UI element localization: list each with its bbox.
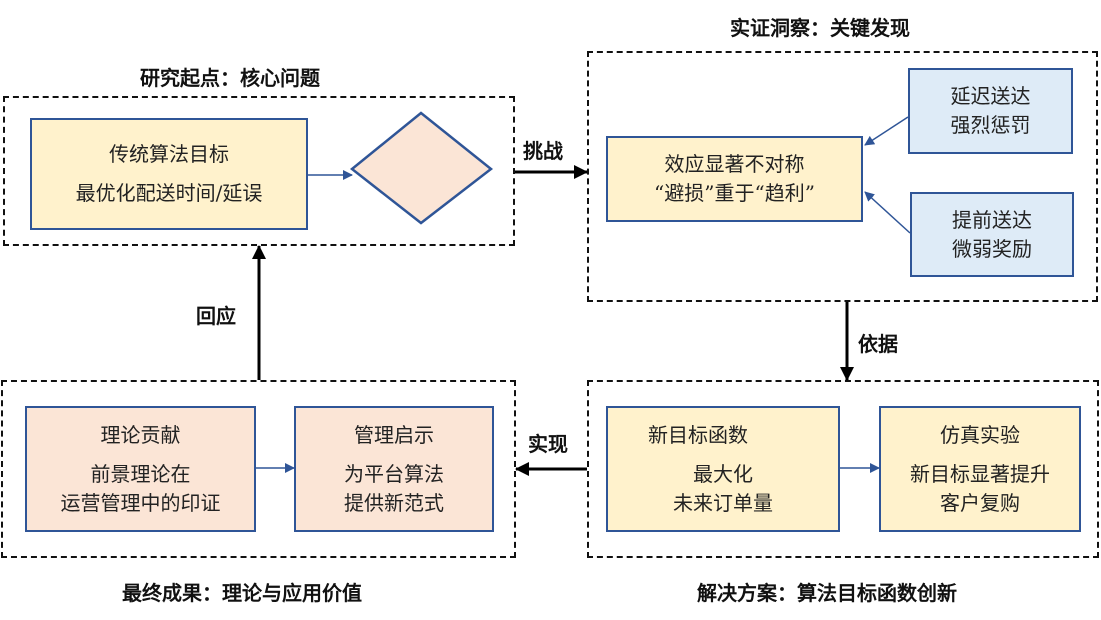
node-late-delivery: 延迟送达 强烈惩罚: [908, 68, 1073, 154]
node-title: 管理启示: [354, 422, 434, 447]
node-line: 前景理论在: [90, 461, 191, 486]
node-title: 新目标函数: [648, 422, 748, 447]
connector-label-respond: 回应: [196, 304, 236, 328]
node-line: 提供新范式: [344, 490, 444, 515]
node-line: 延迟送达: [950, 84, 1031, 108]
group-title-outcome: 最终成果：理论与应用价值: [122, 581, 362, 605]
node-new-objective: 新目标函数 最大化 未来订单量: [606, 406, 840, 532]
node-management-insight: 管理启示 为平台算法 提供新范式: [294, 406, 494, 532]
group-insight: [587, 51, 1098, 302]
node-line: 运营管理中的印证: [60, 490, 221, 515]
node-line: 提前送达: [952, 207, 1032, 232]
node-asymmetric-effect: 效应显著不对称 “避损”重于“趋利”: [606, 136, 863, 222]
group-title-insight: 实证洞察：关键发现: [730, 16, 910, 40]
decision-line: 是否: [400, 148, 440, 172]
node-line: 为平台算法: [344, 461, 444, 486]
decision-label: 是否 最优: [370, 146, 470, 202]
node-simulation: 仿真实验 新目标显著提升 客户复购: [879, 406, 1081, 532]
connector-label-realize: 实现: [528, 432, 568, 456]
node-line: “避损”重于“趋利”: [654, 181, 815, 205]
connector-label-challenge: 挑战: [523, 139, 563, 163]
group-solution: [587, 380, 1099, 558]
decision-line: 最优: [400, 176, 440, 200]
node-line: 微弱奖励: [952, 236, 1032, 261]
node-title: 仿真实验: [940, 422, 1020, 447]
node-title: 传统算法目标: [109, 142, 229, 166]
node-title: 理论贡献: [100, 422, 181, 447]
node-early-delivery: 提前送达 微弱奖励: [910, 192, 1074, 277]
node-theory-contribution: 理论贡献 前景理论在 运营管理中的印证: [25, 406, 256, 532]
node-line: 客户复购: [940, 490, 1020, 515]
node-line: 效应显著不对称: [664, 152, 805, 176]
node-line: 新目标显著提升: [910, 461, 1050, 486]
group-title-start: 研究起点：核心问题: [140, 66, 320, 90]
node-line: 未来订单量: [673, 490, 773, 515]
node-line: 最优化配送时间/延误: [75, 181, 263, 205]
node-line: 强烈惩罚: [950, 113, 1031, 137]
node-traditional-objective: 传统算法目标 最优化配送时间/延误: [30, 118, 308, 230]
node-line: 最大化: [693, 461, 753, 486]
connector-label-basis: 依据: [858, 332, 898, 356]
group-title-solution: 解决方案：算法目标函数创新: [697, 581, 957, 605]
